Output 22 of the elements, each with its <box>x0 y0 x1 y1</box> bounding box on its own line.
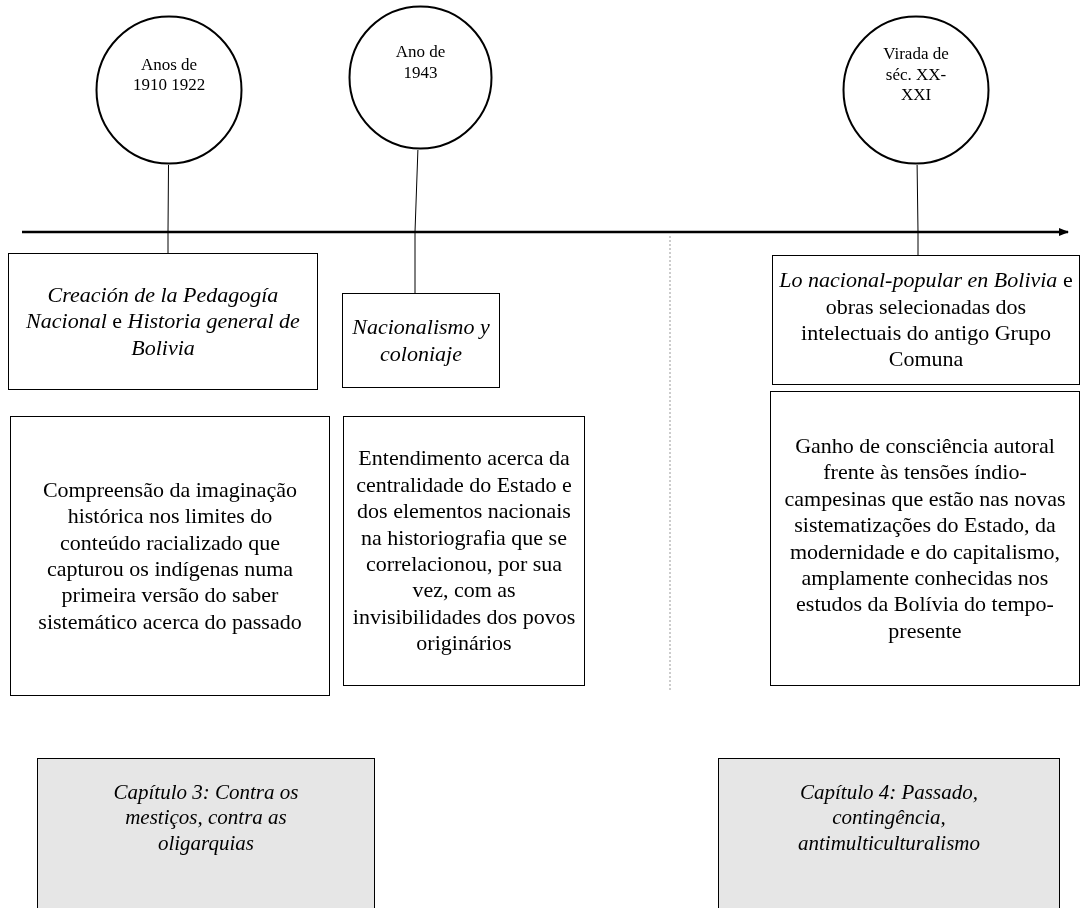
chapter-title: Capítulo 4: Passado, contingência, antimulticulturalismo <box>797 780 981 856</box>
work-title: Lo nacional-popular en Bolivia e obras selecionadas dos intelectuais do antigo Grupo Comuna <box>779 267 1073 373</box>
connector-line <box>916 164 919 256</box>
work-box <box>342 293 500 388</box>
date-label: Ano de 1943 <box>394 42 447 83</box>
chapter-title: Capítulo 3: Contra os mestiços, contra as oligarquias <box>112 780 300 856</box>
work-box <box>8 253 318 390</box>
summary-box <box>770 391 1080 686</box>
connector-line <box>167 164 169 254</box>
summary-box <box>10 416 330 696</box>
summary-text: Compreensão da imaginação histórica nos limites do conteúdo racializado que capturou os indígenas numa primeira versão do saber sistemático acerca do passado <box>37 476 303 636</box>
summary-box <box>343 416 585 686</box>
summary-text: Entendimento acerca da centralidade do Estado e dos elementos nacionais na historiografia que se correlacionou, por sua vez, com as invisibilidades dos povos originários <box>351 445 577 657</box>
summary-text: Ganho de consciência autoral frente às tensões índio-campesinas que estão nas novas sistematizações do Estado, da modernidade e do capitalismo, amplamente conhecidas nos estudos da Bolívia do tempo-presente <box>783 432 1067 645</box>
connector-line <box>414 149 419 294</box>
date-label: Anos de 1910 1922 <box>131 54 207 96</box>
date-label: Virada de séc. XX-XXI <box>882 44 950 106</box>
chapter-box <box>718 758 1060 908</box>
work-title: Creación de la Pedagogía Nacional e Historia general de Bolivia <box>25 281 301 362</box>
chapter-box <box>37 758 375 908</box>
work-box <box>772 255 1080 385</box>
work-title: Nacionalismo y coloniaje <box>351 314 491 367</box>
